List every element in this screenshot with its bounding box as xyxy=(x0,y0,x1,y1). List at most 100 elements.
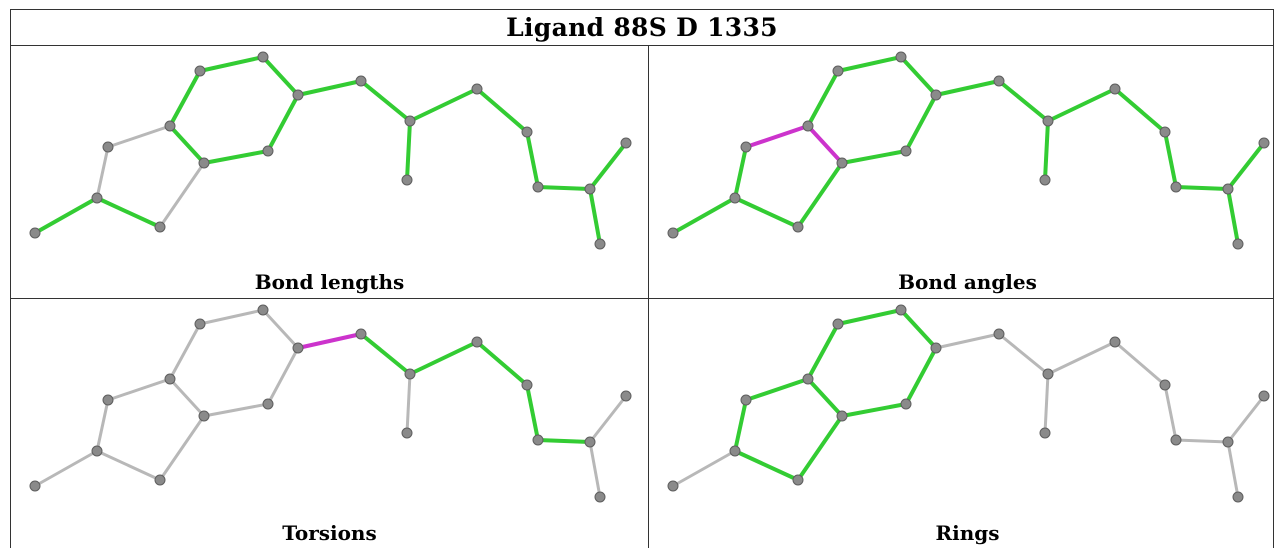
atom-sphere xyxy=(292,89,304,101)
bond-outlier xyxy=(744,124,810,149)
bond-neutral xyxy=(405,372,412,435)
bond-ok xyxy=(266,93,300,153)
caption-rings: Rings xyxy=(935,521,1000,545)
panel-bond-lengths: Bond lengths xyxy=(11,46,648,298)
atom-sphere xyxy=(1232,238,1244,250)
atom-sphere xyxy=(471,336,483,348)
atom-sphere xyxy=(620,390,632,402)
bond-ok xyxy=(934,79,1001,97)
bond-ok xyxy=(836,308,903,326)
atom-sphere xyxy=(594,238,606,250)
bond-ok xyxy=(588,141,628,191)
atom-sphere xyxy=(198,157,210,169)
atom-sphere xyxy=(900,398,912,410)
atom-sphere xyxy=(29,227,41,239)
atom-sphere xyxy=(257,51,269,63)
atom-sphere xyxy=(257,304,269,316)
caption-bond-angles: Bond angles xyxy=(898,270,1037,294)
bond-ok xyxy=(95,196,162,229)
panel-torsions: Torsions xyxy=(11,299,648,551)
bond-ok xyxy=(796,414,844,482)
atom-sphere xyxy=(532,181,544,193)
bond-ok xyxy=(806,322,840,381)
bond-outlier xyxy=(806,124,844,165)
bond-neutral xyxy=(95,398,110,453)
bond-ok xyxy=(733,145,748,200)
atom-sphere xyxy=(1039,427,1051,439)
bond-neutral xyxy=(168,322,202,381)
atom-sphere xyxy=(404,368,416,380)
atom-sphere xyxy=(194,65,206,77)
bond-ok xyxy=(733,398,748,453)
atom-sphere xyxy=(802,120,814,132)
bond-neutral xyxy=(1163,383,1178,442)
bond-neutral xyxy=(266,346,300,406)
bond-neutral xyxy=(106,124,172,149)
bond-ok xyxy=(1226,187,1240,246)
atom-sphere xyxy=(620,137,632,149)
atom-sphere xyxy=(900,145,912,157)
table-frame xyxy=(10,9,1274,548)
atom-sphere xyxy=(802,373,814,385)
bond-neutral xyxy=(106,377,172,402)
atom-sphere xyxy=(355,75,367,87)
bond-neutral xyxy=(1043,372,1050,435)
atom-sphere xyxy=(29,480,41,492)
bond-ok xyxy=(261,55,300,97)
bond-ok xyxy=(408,340,479,376)
atom-sphere xyxy=(355,328,367,340)
atom-sphere xyxy=(1159,126,1171,138)
bond-neutral xyxy=(158,161,206,229)
bond-ok xyxy=(536,438,592,444)
atom-sphere xyxy=(198,410,210,422)
caption-torsions: Torsions xyxy=(282,521,377,545)
atom-sphere xyxy=(471,83,483,95)
atom-sphere xyxy=(194,318,206,330)
bond-ok xyxy=(1046,87,1117,123)
atom-sphere xyxy=(164,120,176,132)
atom-sphere xyxy=(1109,336,1121,348)
bond-ok xyxy=(899,55,938,97)
atom-sphere xyxy=(1232,491,1244,503)
bond-neutral xyxy=(1174,438,1230,444)
molecule-bond-angles xyxy=(667,51,1270,250)
molecule-torsions xyxy=(29,304,632,503)
atom-sphere xyxy=(584,183,596,195)
molecule-rings xyxy=(667,304,1270,503)
bond-ok xyxy=(806,69,840,128)
atom-sphere xyxy=(154,221,166,233)
atom-sphere xyxy=(532,434,544,446)
bond-neutral xyxy=(1046,340,1117,376)
atom-sphere xyxy=(1042,115,1054,127)
bond-ok xyxy=(806,377,844,418)
bond-neutral xyxy=(934,332,1001,350)
atom-sphere xyxy=(1170,181,1182,193)
bond-ok xyxy=(1174,185,1230,191)
molecule-bond-lengths xyxy=(29,51,632,250)
bond-ok xyxy=(475,340,529,387)
bond-ok xyxy=(475,87,529,134)
atom-sphere xyxy=(1258,390,1270,402)
atom-sphere xyxy=(292,342,304,354)
bond-ok xyxy=(1043,119,1050,182)
atom-sphere xyxy=(895,304,907,316)
bond-neutral xyxy=(95,449,162,482)
atom-sphere xyxy=(521,126,533,138)
atom-sphere xyxy=(930,89,942,101)
bond-neutral xyxy=(1113,340,1167,387)
atom-sphere xyxy=(521,379,533,391)
atom-sphere xyxy=(584,436,596,448)
atom-sphere xyxy=(91,192,103,204)
bond-ok xyxy=(198,55,265,73)
bond-ok xyxy=(1226,141,1266,191)
bond-neutral xyxy=(588,440,602,499)
horizontal-divider xyxy=(10,298,1274,299)
bond-ok xyxy=(168,69,202,128)
atom-sphere xyxy=(91,445,103,457)
bond-ok xyxy=(359,332,412,376)
atom-sphere xyxy=(102,141,114,153)
bond-ok xyxy=(525,130,540,189)
bond-ok xyxy=(408,87,479,123)
bond-ok xyxy=(733,449,800,482)
bond-ok xyxy=(168,124,206,165)
